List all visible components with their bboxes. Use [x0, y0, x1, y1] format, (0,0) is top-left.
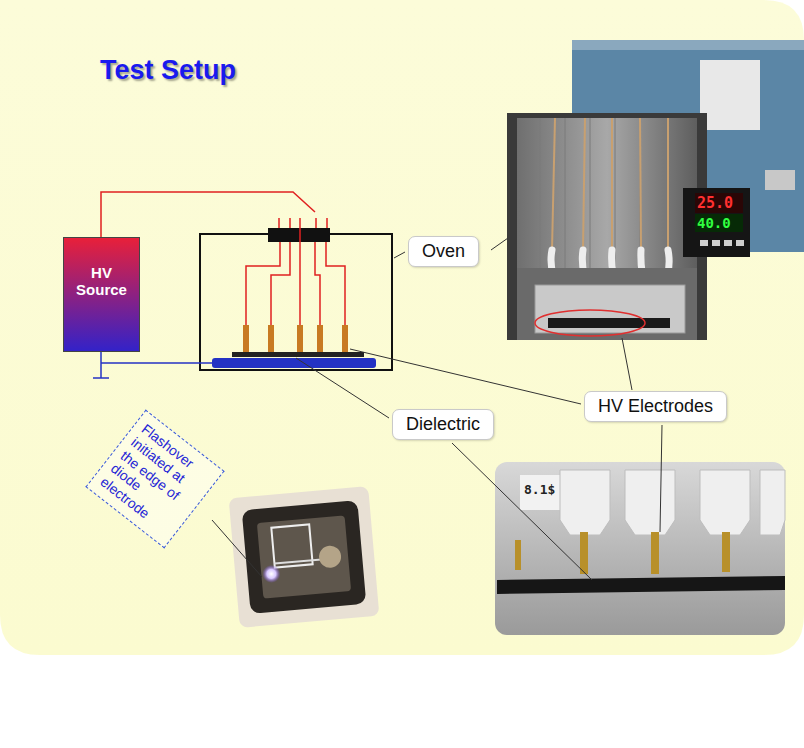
setpoint-display: 40.0 — [697, 215, 731, 231]
electrode-photo — [495, 462, 785, 635]
title: Test Setup — [100, 55, 236, 86]
node-text: Oven — [422, 241, 465, 262]
node-text: HV Source — [73, 264, 131, 299]
electrode-label-box: HV Electrodes — [584, 391, 727, 422]
flashover-callout: Flashover initiated at the edge of diode… — [85, 410, 224, 549]
dielectric-label-box: Dielectric — [392, 409, 494, 440]
sample-tag: 8.1$ — [524, 482, 555, 497]
background-panel — [0, 0, 804, 655]
oven-photo — [507, 40, 804, 340]
node-text: Flashover initiated at the edge of diode… — [97, 421, 213, 538]
node-text: HV Electrodes — [598, 396, 713, 417]
node-text: Dielectric — [406, 414, 480, 435]
source-box: HV Source — [63, 237, 140, 352]
diode-photo — [229, 486, 380, 628]
oven-label-box: Oven — [408, 236, 479, 267]
temperature-display: 25.0 — [697, 194, 733, 212]
